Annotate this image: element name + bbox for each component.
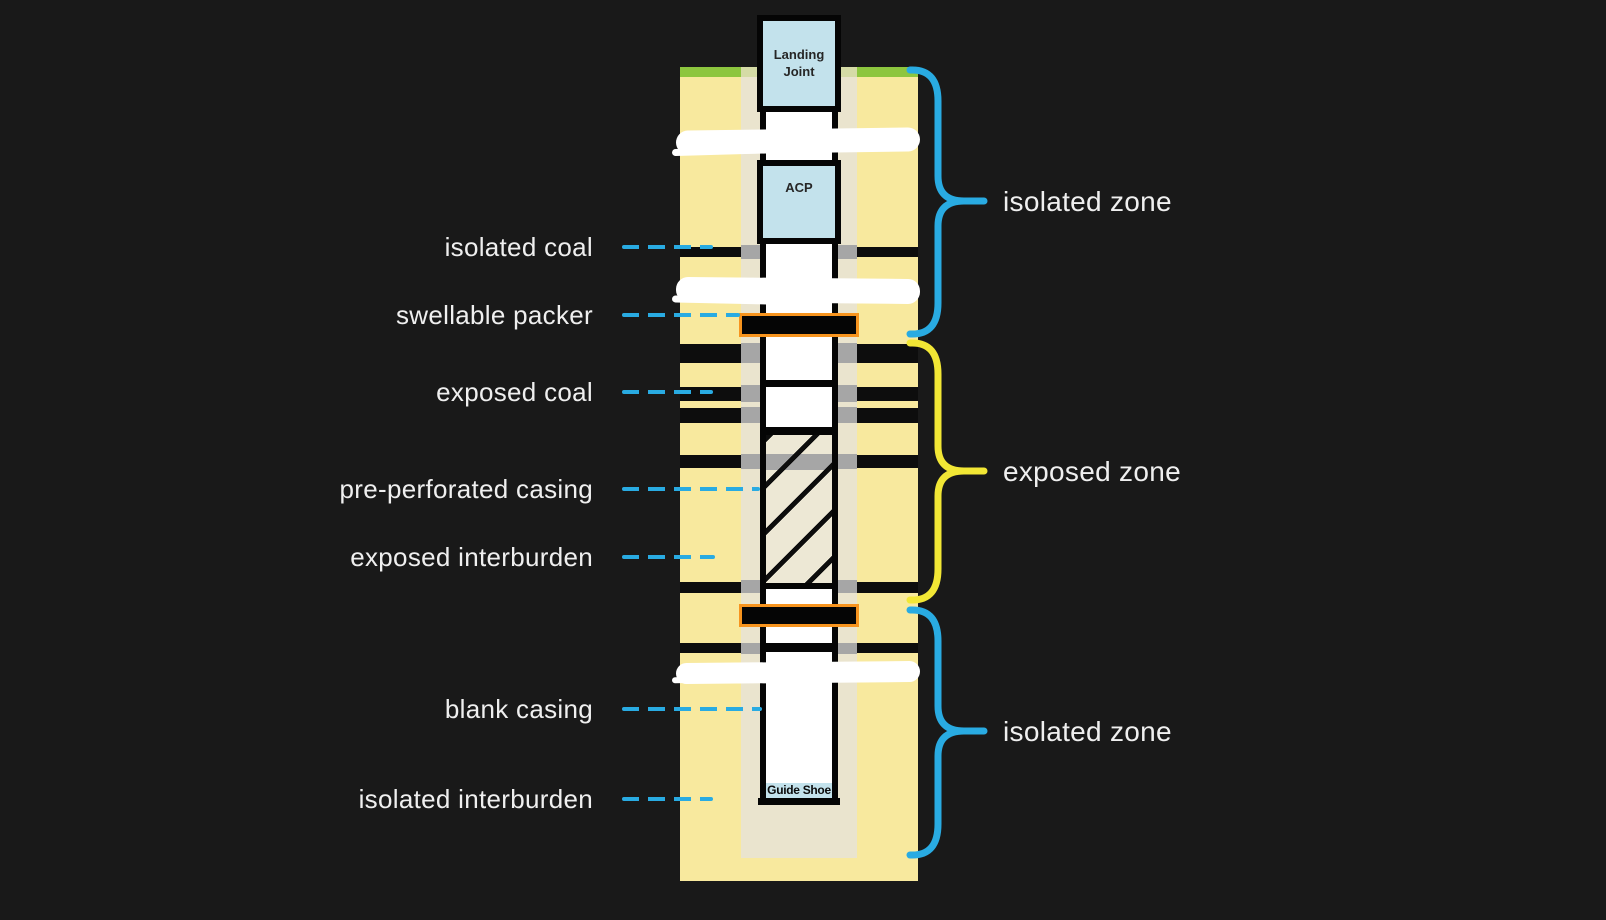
label-exposed-interburden: exposed interburden (350, 542, 593, 572)
isolated-zone-brace-bottom (906, 606, 988, 859)
landing-joint-fill: Landing Joint (763, 21, 835, 106)
label-exposed-coal: exposed coal (436, 377, 593, 407)
leader-line-isolated-interburden (622, 797, 713, 801)
zone-label-isolated-upper: isolated zone (1003, 186, 1172, 217)
label-isolated-coal: isolated coal (444, 232, 593, 262)
guide-shoe: Guide Shoe (766, 783, 832, 798)
casing-joint (766, 380, 832, 387)
zone-label-isolated-lower: isolated zone (1003, 716, 1172, 747)
acp-fill: ACP (763, 166, 835, 238)
isolated-zone-brace-top (906, 66, 988, 338)
swellable-packer-lower (739, 604, 859, 627)
leader-line-blank-casing (622, 707, 762, 711)
label-isolated-interburden: isolated interburden (358, 784, 593, 814)
leader-line-exposed-coal (622, 390, 713, 394)
leader-line-isolated-coal (622, 245, 713, 249)
guide-shoe-label: Guide Shoe (767, 783, 831, 797)
exposed-zone-brace (906, 339, 988, 604)
acp-label: ACP (785, 180, 813, 195)
landing-joint-label: Landing Joint (773, 46, 825, 79)
casing-joint (766, 427, 832, 435)
guide-shoe-bar (758, 798, 840, 805)
zone-braces (906, 66, 988, 859)
pre-perforated-casing-section (766, 435, 832, 583)
label-blank-casing: blank casing (444, 694, 593, 724)
label-pre-perforated-casing: pre-perforated casing (339, 474, 593, 504)
casing-wall-right (832, 110, 838, 800)
leader-line-pre-perforated-casing (622, 487, 760, 491)
leader-line-exposed-interburden (622, 555, 715, 559)
label-swellable-packer: swellable packer (395, 300, 593, 330)
zone-label-exposed: exposed zone (1003, 456, 1181, 487)
casing-joint (766, 582, 832, 589)
leader-line-swellable-packer (622, 313, 740, 317)
casing-wall-left (760, 110, 766, 800)
casing-joint (766, 643, 832, 652)
swellable-packer-upper (739, 313, 859, 337)
